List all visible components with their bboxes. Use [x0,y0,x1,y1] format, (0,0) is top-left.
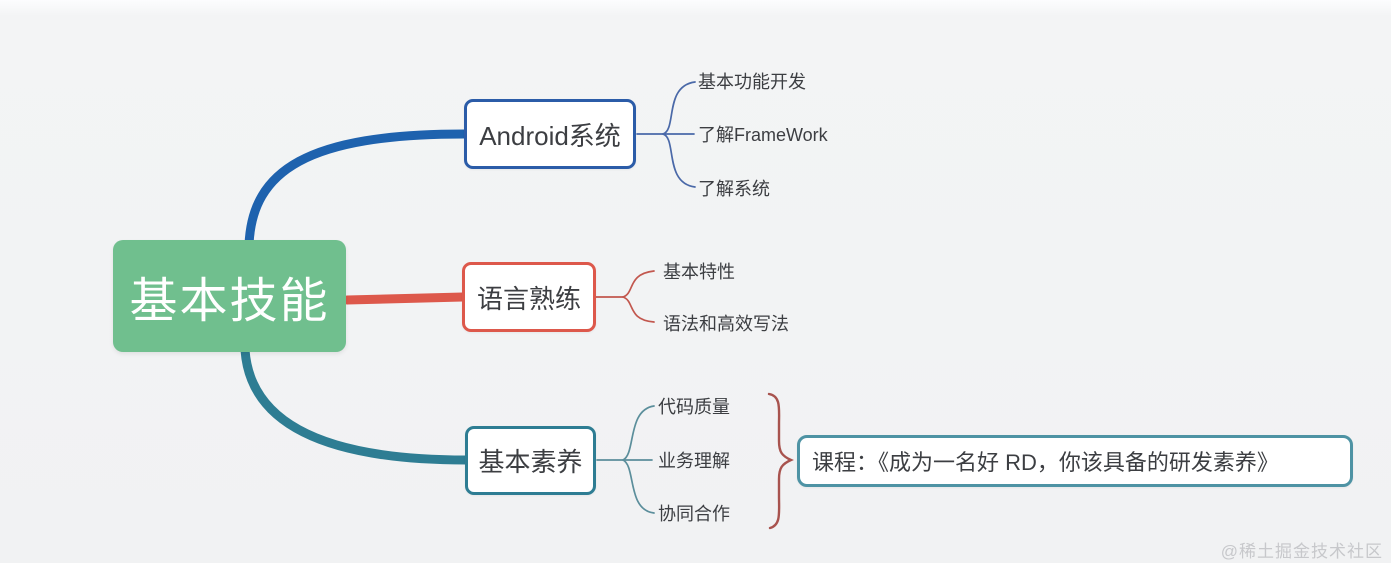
edge-android-child-bottom [662,133,696,188]
leaf-node-basic-feature-dev[interactable]: 基本功能开发 [698,72,806,92]
edge-language-child-top [622,270,655,298]
leaf-node-understand-system[interactable]: 了解系统 [698,179,770,199]
branch-node-android-system[interactable]: Android系统 [464,99,636,169]
group-brace [767,392,794,530]
branch-node-label: Android系统 [479,120,621,151]
leaf-node-basic-characteristics[interactable]: 基本特性 [663,262,735,282]
branch-node-label: 基本素养 [478,447,583,477]
branch-node-basic-literacy[interactable]: 基本素养 [465,426,596,495]
leaf-node-code-quality[interactable]: 代码质量 [658,397,730,417]
branch-node-label: 语言熟练 [476,283,581,314]
course-annotation-box[interactable]: 课程：《成为一名好 RD，你该具备的研发素养》 [797,435,1353,487]
root-node-label: 基本技能 [129,275,330,328]
edge-basics-child-bottom [622,459,655,514]
edge-basics-child-top [622,405,655,461]
course-annotation-label: 课程：《成为一名好 RD，你该具备的研发素养》 [812,450,1279,475]
leaf-node-collaboration[interactable]: 协同合作 [658,504,730,524]
edge-root-to-android [244,129,469,250]
leaf-node-understand-framework[interactable]: 了解FrameWork [698,125,828,145]
edge-root-to-basics [240,345,471,465]
leaf-node-business-understanding[interactable]: 业务理解 [658,451,730,471]
edge-android-child-top [662,81,696,135]
branch-node-language-proficiency[interactable]: 语言熟练 [462,262,596,332]
edge-root-to-language [342,292,468,305]
leaf-node-syntax-efficient-writing[interactable]: 语法和高效写法 [663,314,789,334]
root-node-basic-skills[interactable]: 基本技能 [113,240,346,352]
watermark-text: @稀土掘金技术社区 [1220,542,1383,561]
edge-language-child-bottom [622,296,655,323]
